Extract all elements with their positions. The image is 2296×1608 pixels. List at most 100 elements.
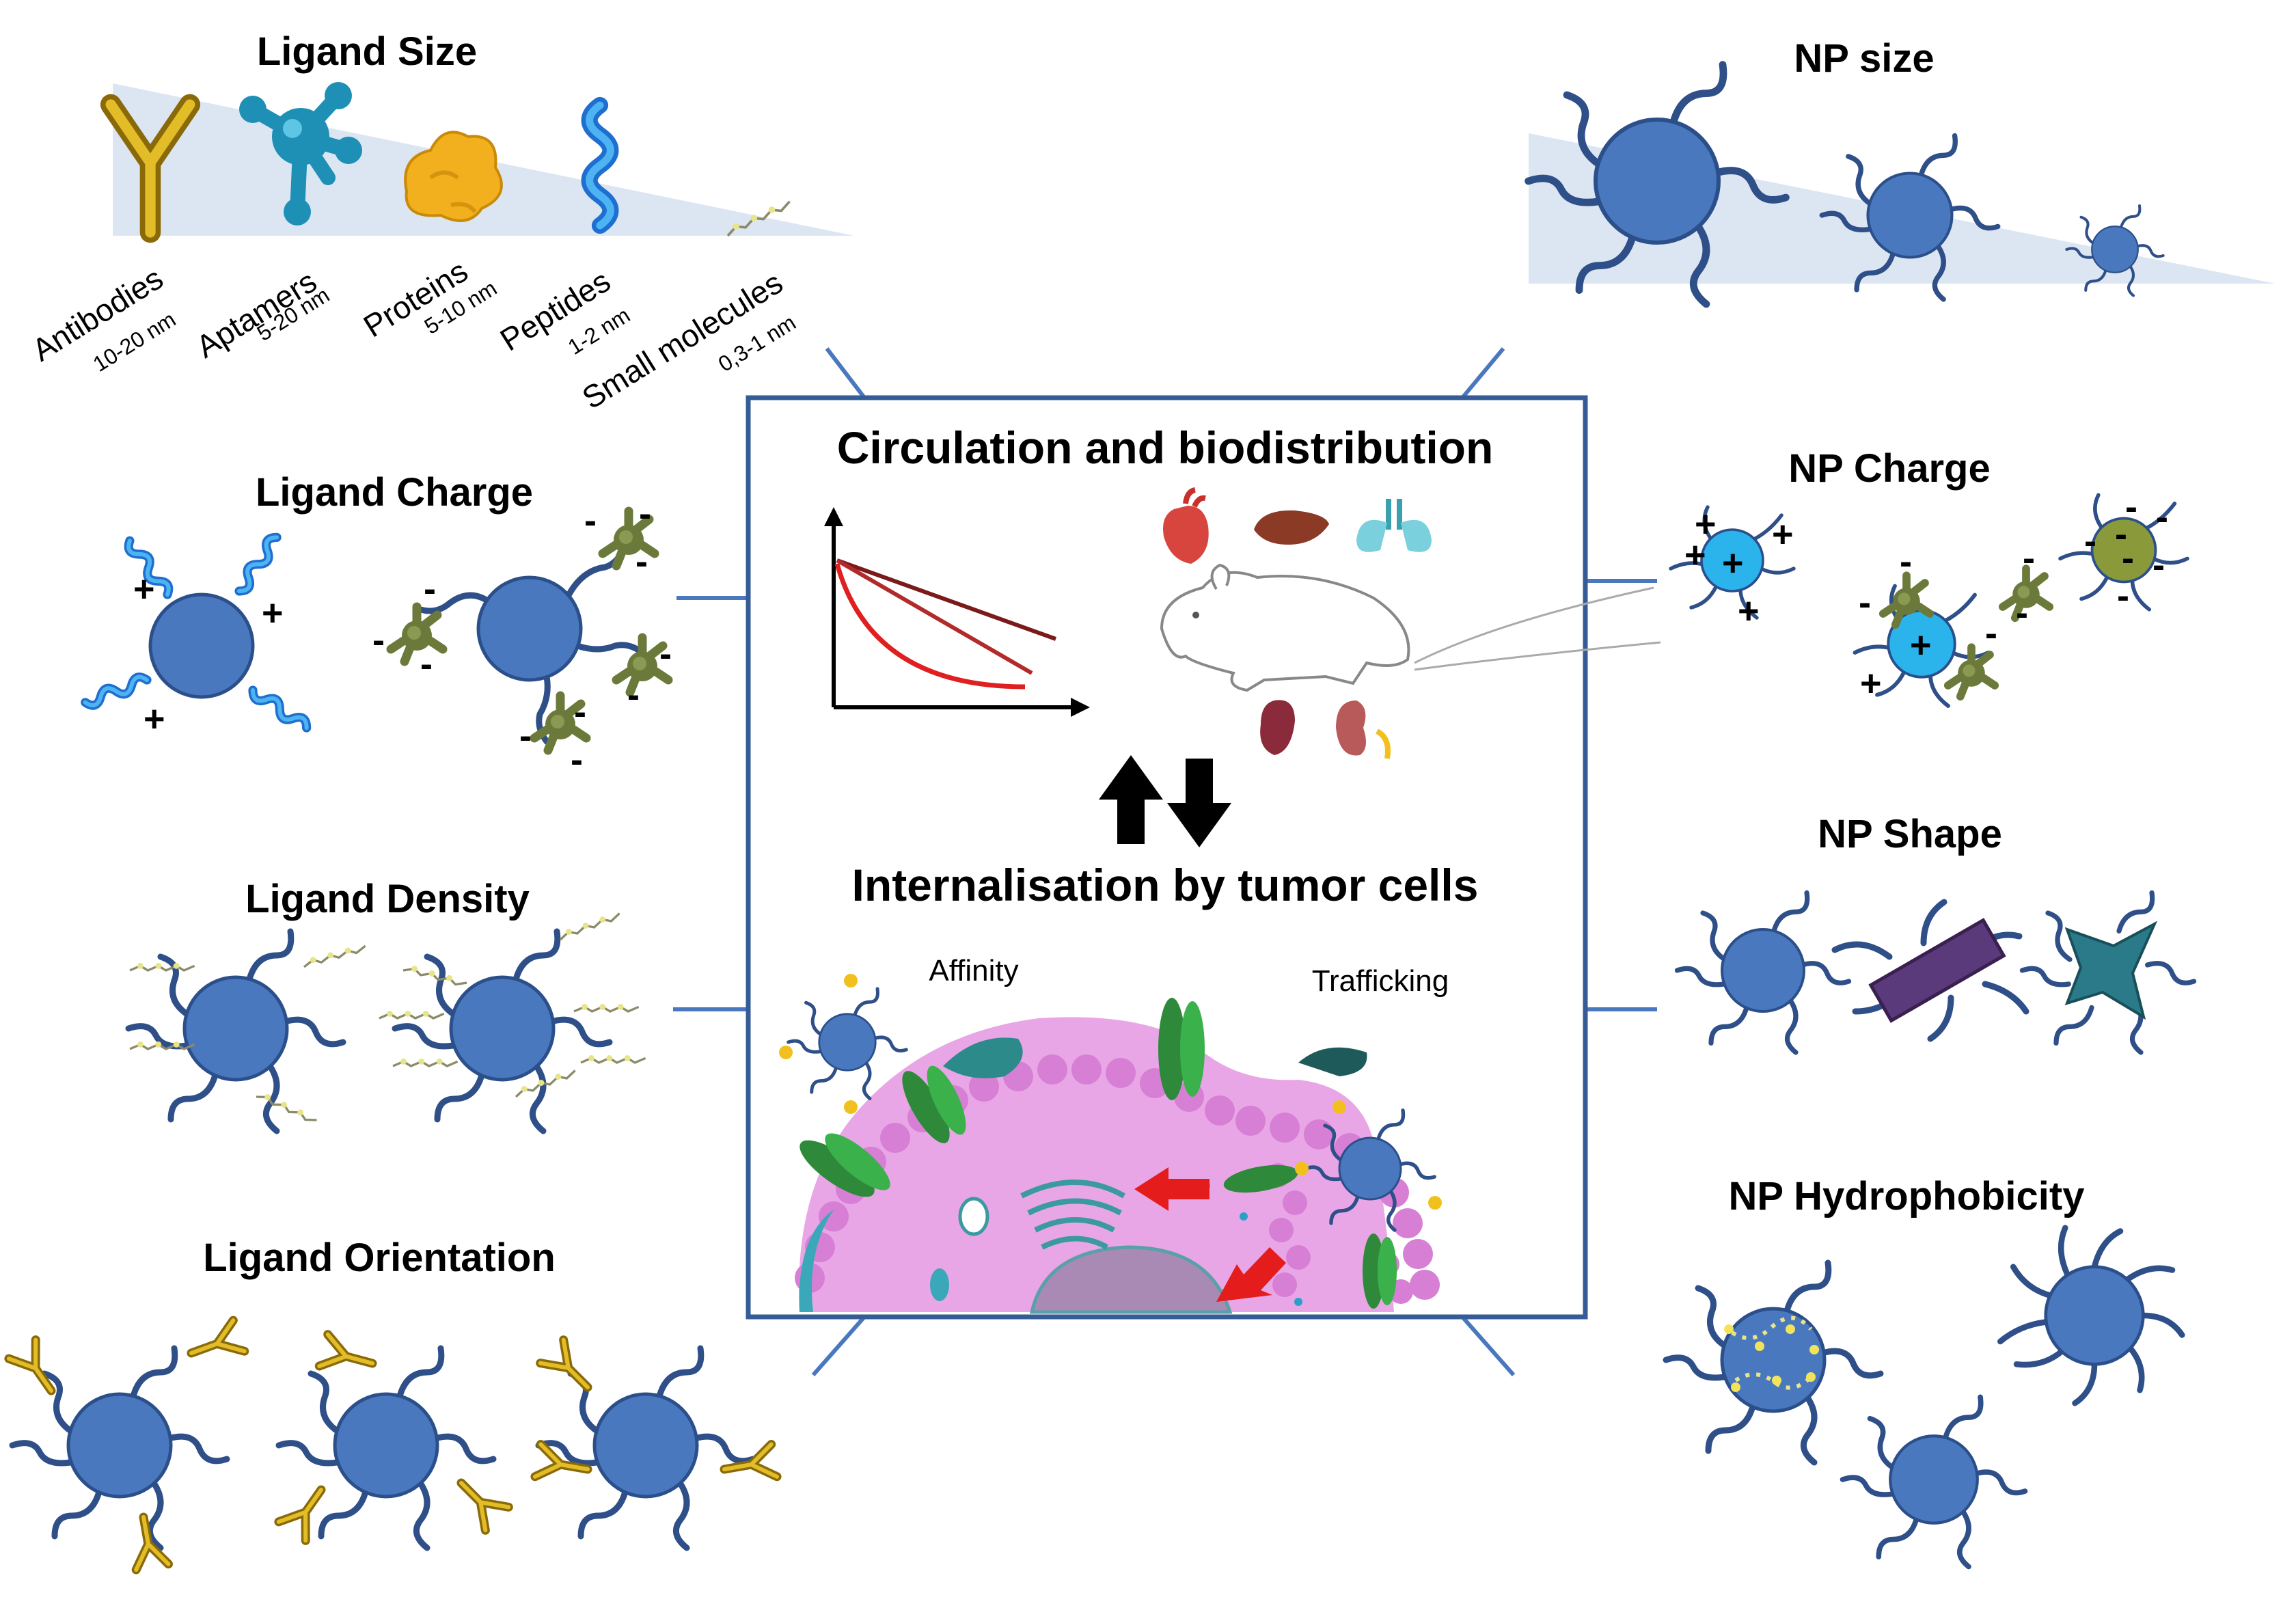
ligand-orientation-panel: Ligand Orientation [9,1236,777,1570]
lungs-icon [1356,499,1432,552]
small-molecule-icon [301,942,368,968]
minus-sign: - [639,493,651,534]
plus-sign: + [1722,543,1744,584]
plus-sign: + [133,569,155,610]
plus-sign: + [1695,504,1717,545]
ligand-orientation-title: Ligand Orientation [203,1236,556,1280]
small-molecule-icon [128,962,196,972]
antibody-icon [186,1320,245,1368]
np-shape-panel: NP Shape [1677,812,2197,1055]
red-arrow-icon [1134,1167,1210,1211]
minus-sign: - [2016,592,2028,633]
pk-curve-medium [836,558,1033,675]
ligand-density-panel: Ligand Density [128,877,647,1131]
rod-np [1831,899,2030,1042]
minus-sign: - [424,569,436,610]
np-hydrophobicity-title: NP Hydrophobicity [1729,1174,2085,1218]
ligand-size-title: Ligand Size [257,29,477,74]
negative-np [2058,493,2189,612]
minus-sign: - [1900,541,1912,582]
kidney-icon [1336,700,1391,759]
np-high-density [395,931,610,1131]
np-size-panel: NP size [1529,36,2276,304]
small-molecule-icon [556,909,623,941]
minus-sign: - [372,620,385,661]
peptide-ligand [234,534,282,595]
receptor-icons [800,998,1397,1309]
pk-curve-fast [834,563,1026,690]
minus-sign: - [420,644,433,685]
plus-sign: + [1684,534,1706,575]
nanoparticle-with-charged-ligands [413,536,646,745]
aptamer-icon [239,82,362,226]
charged-ligand-icon [391,607,443,662]
np-ligand-orientation-2 [279,1348,493,1548]
plus-sign: + [1910,625,1932,666]
small-molecule-icon [392,1057,459,1067]
antibody-icon [541,1340,599,1399]
minus-sign: - [571,739,583,780]
spleen-icon [1260,700,1295,755]
minus-sign: - [519,716,532,757]
minus-sign: - [1859,582,1871,623]
small-molecule-icon [579,1054,647,1064]
minus-sign: - [2023,538,2035,579]
minus-sign: - [636,541,648,582]
antibody-icon [279,1480,335,1540]
peptide-ligand [83,674,149,708]
small-molecule-icon [573,1003,640,1013]
minus-sign: - [2117,575,2129,616]
plus-sign: + [1738,590,1760,631]
center-box: Circulation and biodistribution [746,395,1661,1320]
ligand-size-panel: Ligand Size Antibodies 10-20 nm Aptamers… [26,29,854,415]
plus-sign: + [1860,663,1882,704]
ligand-density-title: Ligand Density [245,877,530,921]
ligand-charge-panel: Ligand Charge + + + - - - - - - - [83,470,672,780]
internalisation-title: Internalisation by tumor cells [852,860,1479,910]
minus-sign: - [2122,538,2134,579]
minus-sign: - [2156,497,2168,538]
pk-curve-slow [836,558,1057,641]
minus-sign: - [2152,545,2165,586]
plus-sign: + [262,592,284,633]
small-molecule-icon [378,1009,446,1020]
small-molecule-icon [402,962,469,989]
minus-sign: - [2125,487,2137,528]
np-size-title: NP size [1794,36,1934,81]
nanoparticle [148,592,255,699]
plus-sign: + [144,698,165,739]
np-hydrophobicity-panel: NP Hydrophobicity [1666,1174,2185,1567]
connector-lines [673,347,1657,1376]
antibody-icon [450,1471,508,1530]
positive-np [1669,505,1796,620]
red-arrow-icon [1216,1247,1286,1302]
liver-icon [1254,510,1329,545]
np-ligand-orientation-3 [538,1348,753,1548]
antibody-icon [319,1335,377,1380]
star-np [2019,890,2197,1055]
np-ligand [1843,1397,2025,1566]
mouse-icon [1160,563,1661,692]
minus-sign: - [659,633,672,674]
up-arrow-icon [1099,755,1163,844]
minus-sign: - [584,500,597,541]
plus-sign: + [1772,514,1794,555]
pk-graph [824,507,1090,717]
spherical-np [1677,892,1848,1052]
np-charge-title: NP Charge [1788,446,1990,491]
minus-sign: - [1985,613,1997,654]
hydrophilic-np [1997,1225,2185,1406]
hydrophobic-np [1666,1263,1881,1462]
cell-illustration [779,974,1442,1314]
circulation-title: Circulation and biodistribution [837,422,1494,473]
peptide-ligand [249,685,310,733]
affinity-label: Affinity [929,954,1018,987]
np-shape-title: NP Shape [1818,812,2002,856]
ligand-charge-title: Ligand Charge [256,470,533,515]
trafficking-label: Trafficking [1312,964,1449,998]
np-charge-panel: NP Charge + + + + + - - - - - - - [1669,446,2189,708]
minus-sign: - [2115,514,2127,555]
minus-sign: - [574,692,586,733]
down-arrow-icon [1167,759,1231,847]
antibody-icon [127,1514,168,1570]
